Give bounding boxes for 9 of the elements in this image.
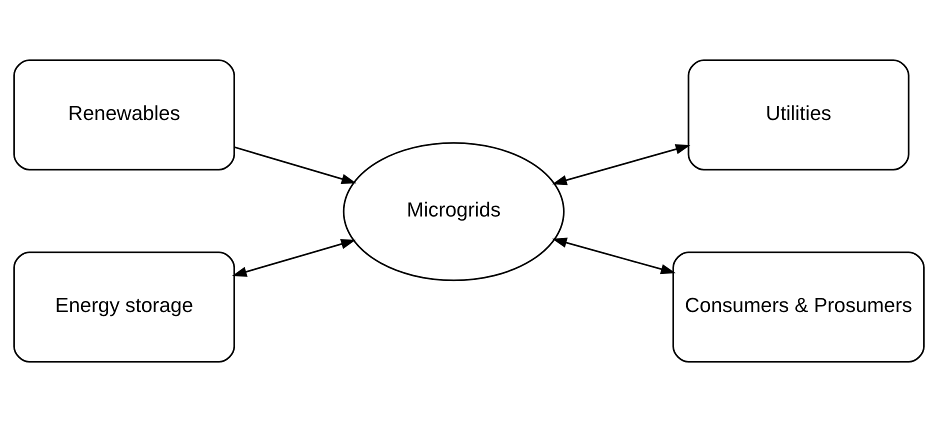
arrow xyxy=(552,144,690,185)
arrow xyxy=(234,146,356,184)
node-box: Utilities xyxy=(687,58,909,170)
arrow xyxy=(552,237,676,274)
node-box: Consumers & Prosumers xyxy=(672,251,924,362)
node-box: Energy storage xyxy=(12,251,235,362)
node-ellipse: Microgrids xyxy=(342,142,564,281)
arrow xyxy=(231,238,356,276)
node-box: Renewables xyxy=(12,58,235,170)
